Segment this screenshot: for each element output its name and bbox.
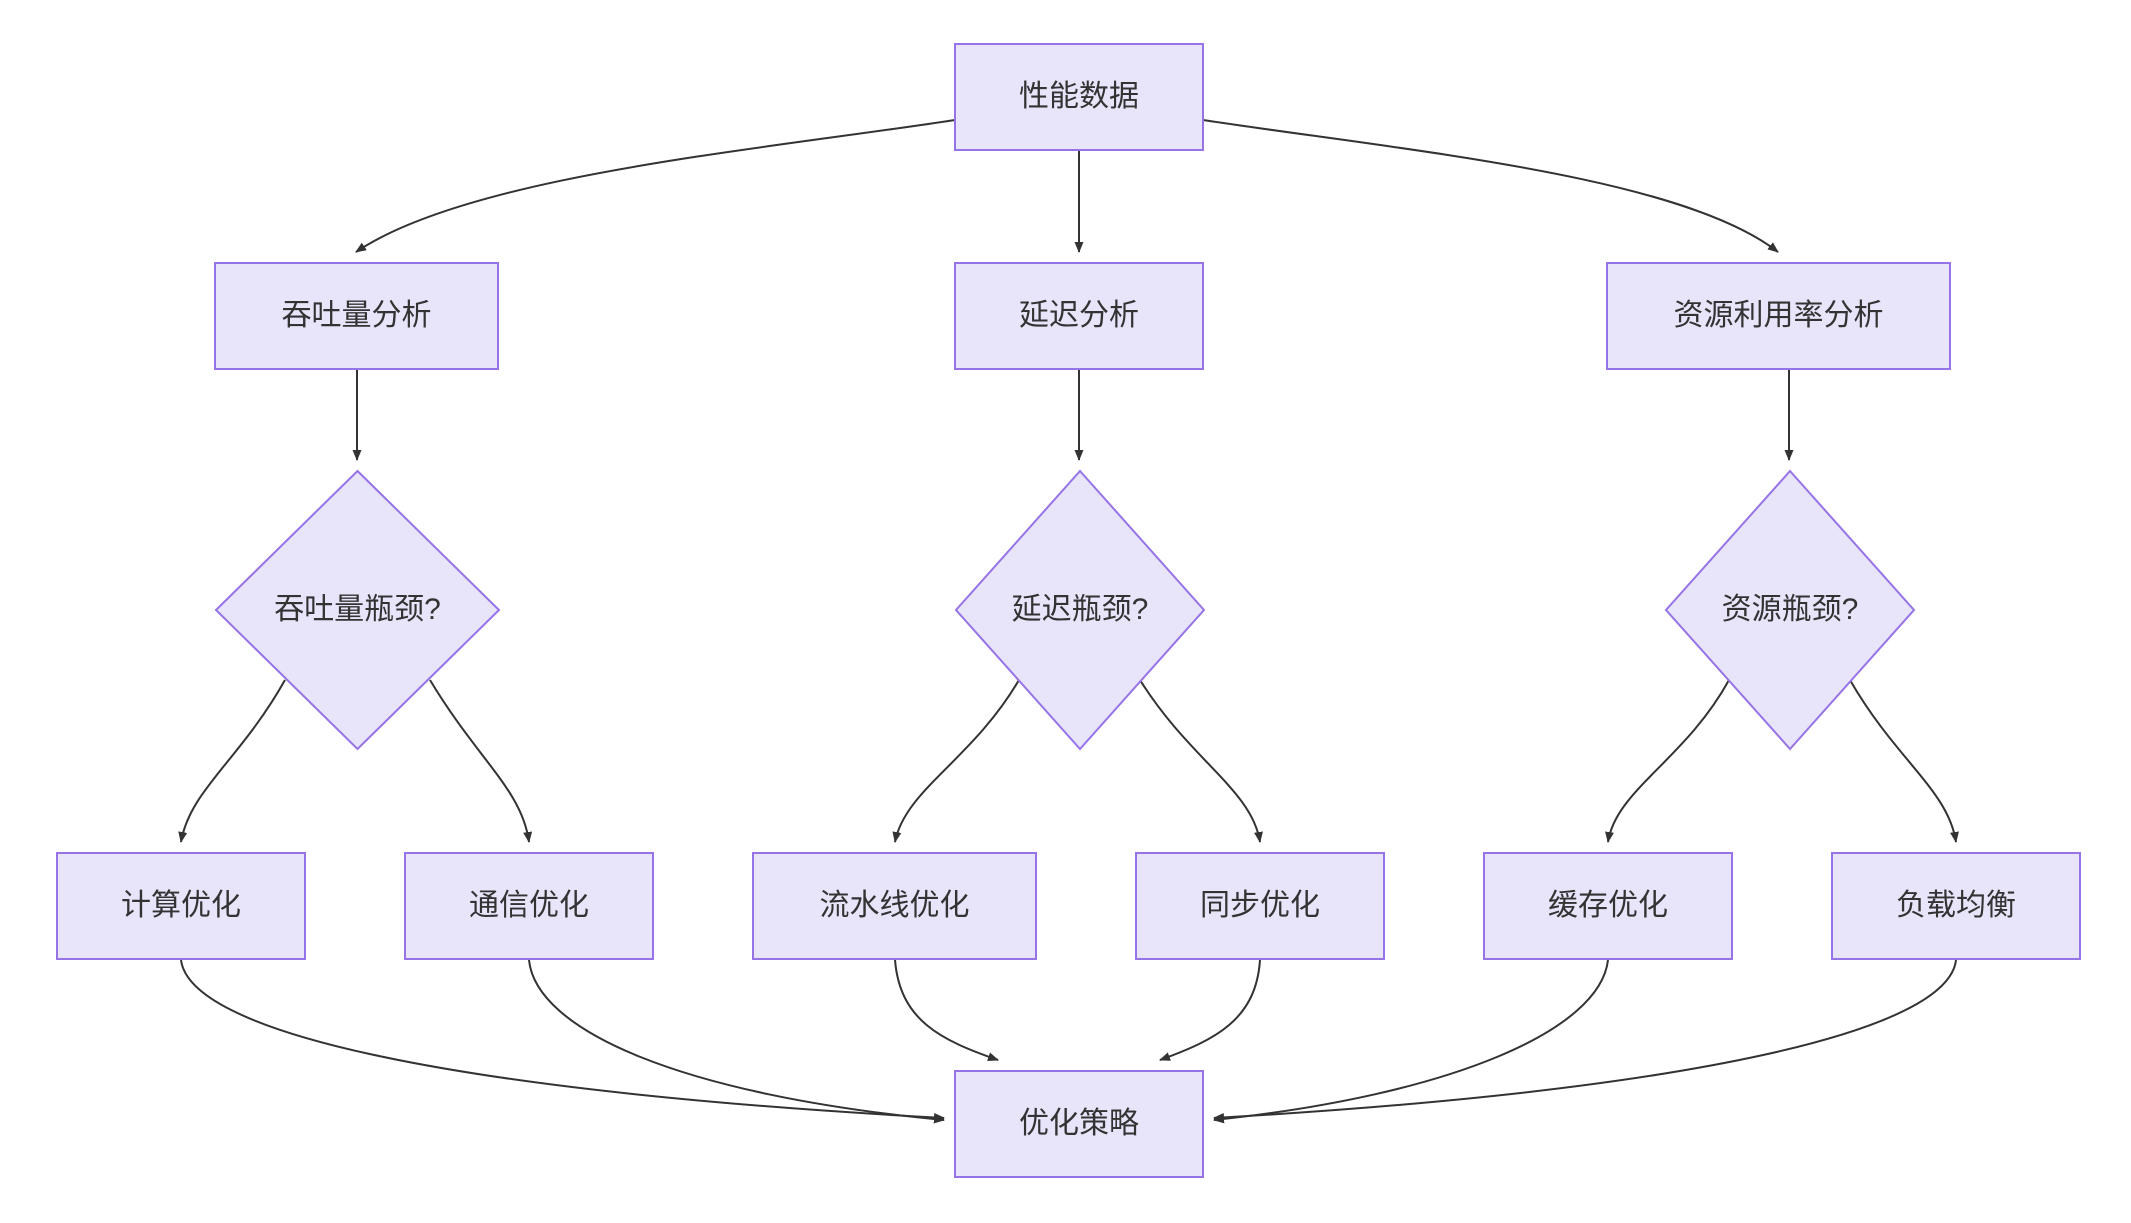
process-node-resource[interactable]: 资源利用率分析 <box>1606 262 1951 370</box>
diamond-shape <box>1664 469 1916 751</box>
process-node-sync[interactable]: 同步优化 <box>1135 852 1385 960</box>
process-node-label: 缓存优化 <box>1548 889 1668 922</box>
process-node-label: 负载均衡 <box>1896 889 2016 922</box>
process-node-comm[interactable]: 通信优化 <box>404 852 654 960</box>
process-node-label: 资源利用率分析 <box>1673 299 1884 332</box>
decision-node-label: 吞吐量瓶颈? <box>274 593 441 626</box>
process-node-loadbal[interactable]: 负载均衡 <box>1831 852 2081 960</box>
edge-perf-to-resource <box>1202 119 1779 253</box>
edge-loadbal-to-strategy <box>1213 959 1957 1122</box>
process-node-compute[interactable]: 计算优化 <box>56 852 306 960</box>
process-node-label: 吞吐量分析 <box>281 299 432 332</box>
process-node-throughput[interactable]: 吞吐量分析 <box>214 262 499 370</box>
edge-pipeline-to-strategy <box>894 959 999 1061</box>
process-node-label: 性能数据 <box>1019 80 1139 113</box>
process-node-latency[interactable]: 延迟分析 <box>954 262 1204 370</box>
edge-compute-to-strategy <box>180 959 945 1122</box>
decision-node-lat_bottle[interactable]: 延迟瓶颈? <box>954 469 1206 751</box>
edge-lat_bottle-to-pipeline <box>892 679 1020 843</box>
decision-node-res_bottle[interactable]: 资源瓶颈? <box>1664 469 1916 751</box>
process-node-pipeline[interactable]: 流水线优化 <box>752 852 1037 960</box>
decision-node-label: 资源瓶颈? <box>1721 593 1859 626</box>
edge-tp_bottle-to-compute <box>178 679 286 843</box>
edge-paths <box>178 119 1959 1124</box>
diamond-shape <box>954 469 1206 751</box>
decision-node-tp_bottle[interactable]: 吞吐量瓶颈? <box>214 469 501 751</box>
edge-comm-to-strategy <box>528 959 945 1124</box>
diamond-shape <box>214 469 501 751</box>
process-node-label: 延迟分析 <box>1019 299 1139 332</box>
process-node-cache[interactable]: 缓存优化 <box>1483 852 1733 960</box>
process-node-strategy[interactable]: 优化策略 <box>954 1070 1204 1178</box>
edge-res_bottle-to-cache <box>1605 679 1730 843</box>
process-node-label: 流水线优化 <box>819 889 970 922</box>
process-node-label: 计算优化 <box>121 889 241 922</box>
process-node-label: 优化策略 <box>1019 1107 1139 1140</box>
process-node-label: 通信优化 <box>469 889 589 922</box>
edge-lat_bottle-to-sync <box>1139 679 1263 843</box>
edge-perf-to-throughput <box>355 119 956 253</box>
process-node-perf[interactable]: 性能数据 <box>954 43 1204 151</box>
decision-node-label: 延迟瓶颈? <box>1011 593 1149 626</box>
edge-cache-to-strategy <box>1213 959 1609 1124</box>
process-node-label: 同步优化 <box>1200 889 1320 922</box>
edge-tp_bottle-to-comm <box>429 679 533 843</box>
edge-sync-to-strategy <box>1159 959 1261 1061</box>
edge-res_bottle-to-loadbal <box>1849 679 1959 843</box>
